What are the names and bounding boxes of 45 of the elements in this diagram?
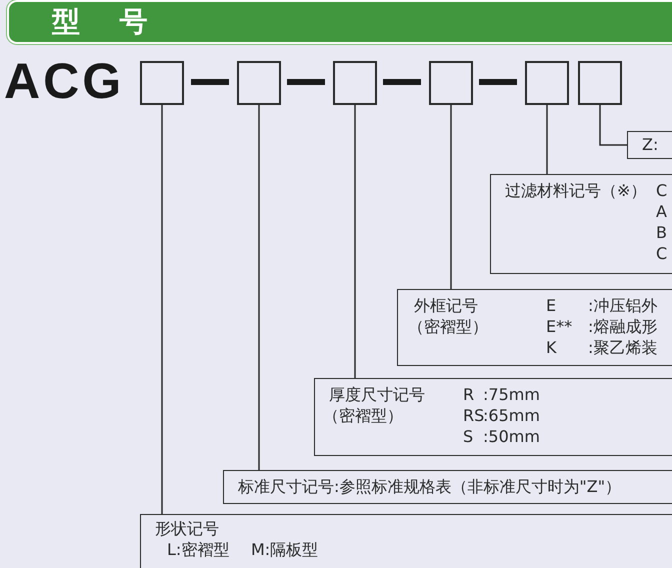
code-description: :熔融成形	[588, 317, 658, 336]
code-description: K	[546, 338, 556, 357]
code-box	[525, 61, 569, 105]
leader-line	[161, 105, 163, 514]
code-description: :75mm	[483, 385, 540, 404]
code-box	[140, 61, 184, 105]
filter-code-box	[490, 174, 672, 274]
code-description: C	[656, 181, 668, 200]
code-description: 厚度尺寸记号	[329, 385, 425, 404]
shape-code-box	[140, 514, 672, 568]
leader-line	[546, 105, 548, 174]
code-description: M:隔板型	[251, 540, 318, 559]
code-description: Z:	[642, 135, 658, 154]
code-description: :聚乙烯装	[588, 338, 658, 357]
code-box	[578, 61, 622, 105]
code-description: E	[546, 296, 556, 315]
code-description: :50mm	[483, 427, 540, 446]
thickness-code-box	[314, 378, 672, 456]
code-description: （密褶型）	[323, 406, 403, 425]
code-description: 标准尺寸记号:参照标准规格表（非标准尺寸时为"Z"）	[238, 477, 622, 496]
size-code-box	[223, 470, 672, 504]
code-box	[237, 61, 281, 105]
code-description: :冲压铝外	[588, 296, 658, 315]
code-description: 过滤材料记号（※）	[505, 181, 646, 200]
code-description: A	[656, 202, 667, 221]
code-description: E**	[546, 317, 572, 336]
code-description: S	[463, 427, 474, 446]
code-description: R	[463, 385, 474, 404]
code-description: B	[656, 223, 667, 242]
code-description: （密褶型）	[408, 317, 488, 336]
code-description: L:密褶型	[167, 540, 230, 559]
code-description: 形状记号	[155, 519, 219, 538]
leader-line	[599, 105, 627, 146]
code-description: :65mm	[483, 406, 540, 425]
model-code: ACG	[4, 55, 124, 107]
code-description: RS	[463, 406, 484, 425]
leader-line	[258, 105, 260, 470]
leader-line	[450, 105, 452, 289]
title: 型 号	[52, 6, 148, 38]
code-description: C	[656, 244, 668, 263]
code-box	[333, 61, 377, 105]
code-box	[429, 61, 473, 105]
leader-line	[354, 105, 356, 378]
frame-code-box	[397, 289, 672, 366]
code-description: 外框记号	[414, 296, 478, 315]
